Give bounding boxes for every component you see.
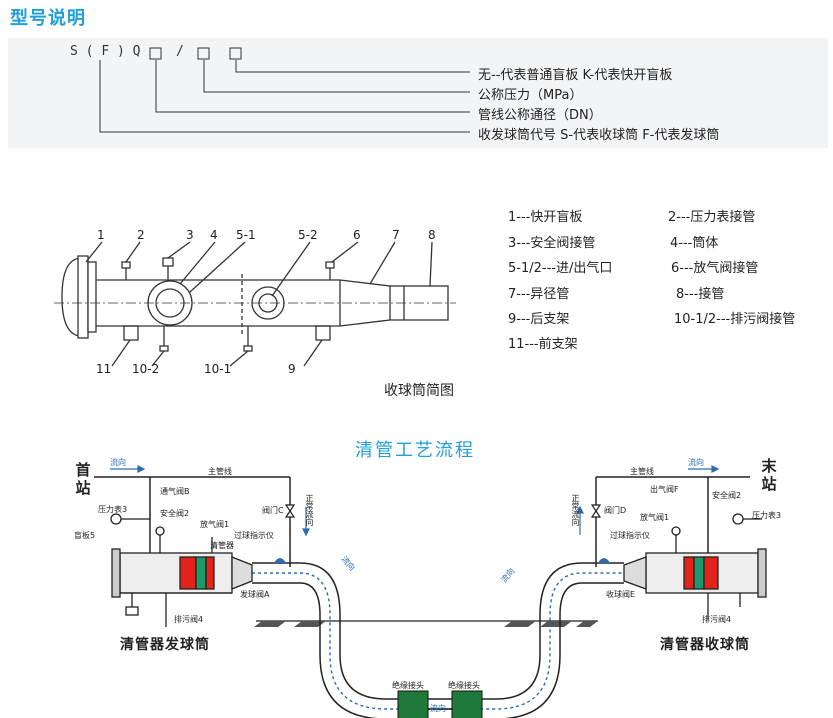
- normal-flow-left-label: 正常流向: [305, 494, 314, 526]
- pressure-gauge-left-label: 压力表3: [98, 505, 128, 514]
- model-code-prefix: S ( F ) Q: [70, 44, 141, 59]
- safety-valve-left-label: 安全阀2: [160, 509, 190, 518]
- callout-11: 11: [96, 362, 112, 376]
- receiver-device-label: 清管器收球筒: [660, 637, 750, 653]
- code-box-3: [229, 47, 242, 60]
- end-station-label: 末站: [761, 457, 777, 493]
- flow-direction-label-left: 流向: [110, 458, 126, 467]
- start-station-label: 首站: [75, 461, 91, 497]
- callout-9: 9: [288, 362, 296, 376]
- legend-item: 5-1/2---进/出气口: [508, 261, 613, 276]
- main-line-label-right: 主管线: [630, 467, 654, 476]
- launcher-device-label: 清管器发球筒: [120, 637, 210, 653]
- vent-valve-1-left-label: 放气阀1: [200, 520, 230, 529]
- legend-item: 10-1/2---排污阀接管: [674, 312, 796, 327]
- model-panel: [8, 38, 828, 148]
- legend-item: 4---筒体: [670, 236, 719, 251]
- model-code-leaders: [99, 47, 470, 133]
- callout-5-1: 5-1: [236, 228, 256, 242]
- flow-diagram: [94, 465, 767, 718]
- vent-valve-b-label: 通气阀B: [160, 487, 190, 496]
- legend-item: 7---异径管: [508, 287, 570, 302]
- drawing-caption: 收球筒简图: [384, 383, 454, 399]
- legend-item: 8---接管: [676, 287, 725, 302]
- drain-valve-left-label: 排污阀4: [174, 615, 204, 624]
- launch-valve-label: 发球阀A: [240, 590, 270, 599]
- insulated-joint-label-2: 绝缘接头: [448, 681, 480, 690]
- blind-label: 盲板5: [74, 531, 96, 540]
- callout-6: 6: [353, 228, 361, 242]
- gate-valve-c-label: 阀门C: [262, 506, 284, 515]
- code-box-2: [197, 47, 210, 60]
- vent-valve-1-right-label: 放气阀1: [640, 513, 670, 522]
- model-code-slash: /: [176, 44, 184, 59]
- callout-10-2: 10-2: [132, 362, 160, 376]
- callout-3: 3: [186, 228, 194, 242]
- safety-valve-right-label: 安全阀2: [712, 491, 742, 500]
- receive-valve-label: 收球阀E: [606, 590, 636, 599]
- main-line-label-left: 主管线: [208, 467, 232, 476]
- pig-indicator-right-label: 过球指示仪: [610, 531, 650, 540]
- callout-4: 4: [210, 228, 218, 242]
- desc-pressure: 公称压力（MPa）: [478, 88, 583, 103]
- desc-diameter: 管线公称通径（DN）: [478, 108, 602, 123]
- flow-direction-label-right: 流向: [688, 458, 704, 467]
- callout-7: 7: [392, 228, 400, 242]
- legend-item: 1---快开盲板: [508, 210, 583, 225]
- desc-device-code: 收发球筒代号 S-代表收球筒 F-代表发球筒: [478, 128, 720, 143]
- callout-8: 8: [428, 228, 436, 242]
- pig-indicator-left-label: 过球指示仪: [234, 531, 274, 540]
- receiver-drawing: [54, 241, 456, 367]
- callout-2: 2: [137, 228, 145, 242]
- legend-item: 2---压力表接管: [668, 210, 756, 225]
- callout-1: 1: [97, 228, 105, 242]
- model-section-title: 型号说明: [10, 8, 86, 29]
- code-box-1: [149, 47, 162, 60]
- flow-title: 清管工艺流程: [355, 440, 475, 461]
- legend-item: 11---前支架: [508, 337, 578, 352]
- desc-blind-type: 无--代表普通盲板 K-代表快开盲板: [478, 68, 673, 83]
- insulated-joint-label-1: 绝缘接头: [392, 681, 424, 690]
- flow-direction-label-bottom: 流向: [430, 704, 446, 713]
- legend-item: 6---放气阀接管: [671, 261, 759, 276]
- legend-item: 9---后支架: [508, 312, 570, 327]
- pig-label: 清管器: [210, 541, 234, 550]
- pressure-gauge-right-label: 压力表3: [752, 511, 782, 520]
- callout-5-2: 5-2: [298, 228, 318, 242]
- callout-10-1: 10-1: [204, 362, 232, 376]
- gate-valve-d-label: 阀门D: [604, 506, 627, 515]
- outlet-valve-f-label: 出气阀F: [650, 485, 679, 494]
- drain-valve-right-label: 排污阀4: [702, 615, 732, 624]
- legend-item: 3---安全阀接管: [508, 236, 596, 251]
- normal-flow-right-label: 正常流向: [571, 494, 580, 526]
